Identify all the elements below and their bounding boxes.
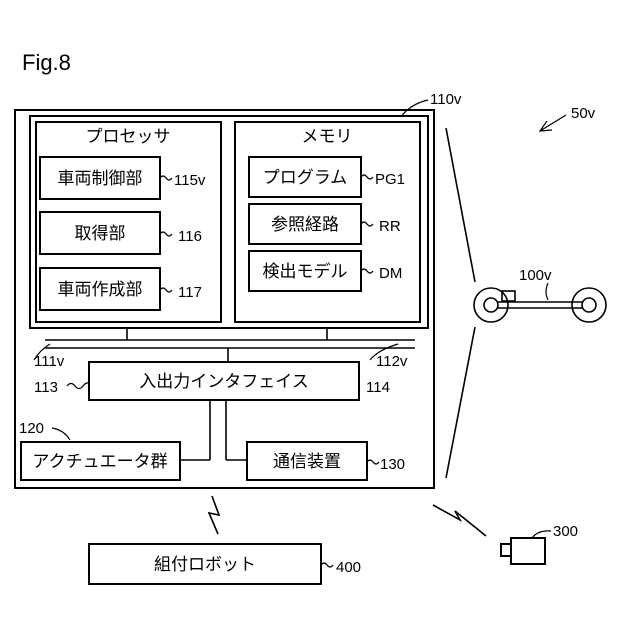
ref-robot: 400 xyxy=(336,559,361,576)
system-arrow xyxy=(540,115,566,131)
camera-leader xyxy=(532,531,551,538)
ref-bus-left: 111v xyxy=(34,353,65,370)
memory-title: メモリ xyxy=(302,127,353,147)
camera-icon xyxy=(501,538,545,564)
ref-comm: 130 xyxy=(380,456,405,473)
io-interface-label: 入出力インタフェイス xyxy=(139,372,309,392)
assembly-robot-label: 組付ロボット xyxy=(154,555,256,575)
ref-route: RR xyxy=(379,218,401,235)
communication-device-label: 通信装置 xyxy=(273,452,341,472)
ref-io-left: 113 xyxy=(34,379,58,396)
ref-vehicle: 100v xyxy=(519,267,552,284)
ref-acquisition: 116 xyxy=(178,228,202,245)
ref-bus-right: 112v xyxy=(376,353,408,370)
ref-io-right: 114 xyxy=(366,379,390,396)
ref-actuator: 120 xyxy=(19,420,44,437)
ref-program: PG1 xyxy=(375,171,405,188)
vehicle-control-label: 車両制御部 xyxy=(58,169,143,189)
vehicle-creation-label: 車両作成部 xyxy=(58,280,143,300)
ref-model: DM xyxy=(379,265,402,282)
robot-leader xyxy=(321,563,333,567)
program-label: プログラム xyxy=(263,168,348,188)
wireless-link-robot xyxy=(209,496,219,534)
vehicle-leader xyxy=(546,283,548,300)
vehicle-icon xyxy=(474,288,606,322)
ref-system: 50v xyxy=(571,105,596,122)
ref-creation: 117 xyxy=(178,284,202,301)
processor-title: プロセッサ xyxy=(86,127,171,147)
projection-top xyxy=(446,128,475,282)
ref-processor: 115v xyxy=(174,172,206,189)
figure-label: Fig.8 xyxy=(22,50,71,75)
actuator-group-label: アクチュエータ群 xyxy=(32,452,167,472)
ref-camera: 300 xyxy=(553,523,578,540)
acquisition-label: 取得部 xyxy=(75,224,126,244)
ref-controller: 110v xyxy=(430,91,462,108)
projection-bottom xyxy=(446,327,475,478)
detection-model-label: 検出モデル xyxy=(263,261,348,282)
wireless-link-camera xyxy=(433,505,486,536)
reference-route-label: 参照経路 xyxy=(271,215,339,235)
